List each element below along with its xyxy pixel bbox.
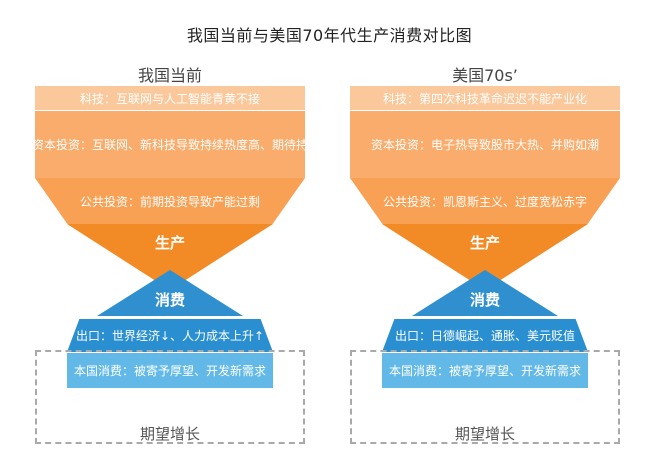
right-public-band: 公共投资：凯恩斯主义、过度宽松赤字 <box>350 178 620 224</box>
right-capital-band: 资本投资：电子热导致股市大热、并购如潮 <box>350 111 620 178</box>
right-consumption-triangle: 消费 <box>412 270 558 316</box>
left-public-label: 公共投资：前期投资导致产能过剩 <box>79 194 260 209</box>
right-export-label: 出口：日德崛起、通胀、美元贬值 <box>394 329 575 343</box>
left-production-label: 生产 <box>154 234 185 252</box>
left-consumption-label: 消费 <box>154 291 185 309</box>
right-consumption-label: 消费 <box>469 291 500 309</box>
right-heading: 美国70s’ <box>452 66 518 85</box>
right-export-box: 出口：日德崛起、通胀、美元贬值 <box>382 319 588 352</box>
right-domestic-box: 本国消费：被寄予厚望、开发新需求 <box>382 353 588 388</box>
right-tech-band: 科技：第四次科技革命迟迟不能产业化 <box>350 86 620 110</box>
right-growth-frame <box>350 350 620 444</box>
left-capital-band: 资本投资：互联网、新科技导致持续热度高、期待持 <box>35 111 305 178</box>
left-export-box: 出口：世界经济↓、人力成本上升↑ <box>67 319 273 352</box>
left-tech-label: 科技：互联网与人工智能青黄不接 <box>79 91 260 106</box>
left-public-band: 公共投资：前期投资导致产能过剩 <box>35 178 305 224</box>
left-heading: 我国当前 <box>137 66 202 85</box>
left-domestic-box: 本国消费：被寄予厚望、开发新需求 <box>67 353 273 388</box>
diagram-title: 我国当前与美国70年代生产消费对比图 <box>186 26 473 45</box>
right-production-label: 生产 <box>469 234 500 252</box>
left-export-label: 出口：世界经济↓、人力成本上升↑ <box>75 329 265 343</box>
left-consumption-triangle: 消费 <box>97 270 243 316</box>
right-capital-label: 资本投资：电子热导致股市大热、并购如潮 <box>370 138 599 152</box>
right-growth-label: 期望增长 <box>454 425 515 443</box>
left-tech-band: 科技：互联网与人工智能青黄不接 <box>35 86 305 110</box>
left-growth-frame <box>35 350 305 444</box>
right-domestic-label: 本国消费：被寄予厚望、开发新需求 <box>388 364 581 378</box>
right-public-label: 公共投资：凯恩斯主义、过度宽松赤字 <box>382 194 587 209</box>
right-tech-label: 科技：第四次科技革命迟迟不能产业化 <box>382 91 587 106</box>
left-capital-label: 资本投资：互联网、新科技导致持续热度高、期待持 <box>35 138 305 152</box>
left-domestic-label: 本国消费：被寄予厚望、开发新需求 <box>73 364 266 378</box>
left-growth-label: 期望增长 <box>139 425 200 443</box>
